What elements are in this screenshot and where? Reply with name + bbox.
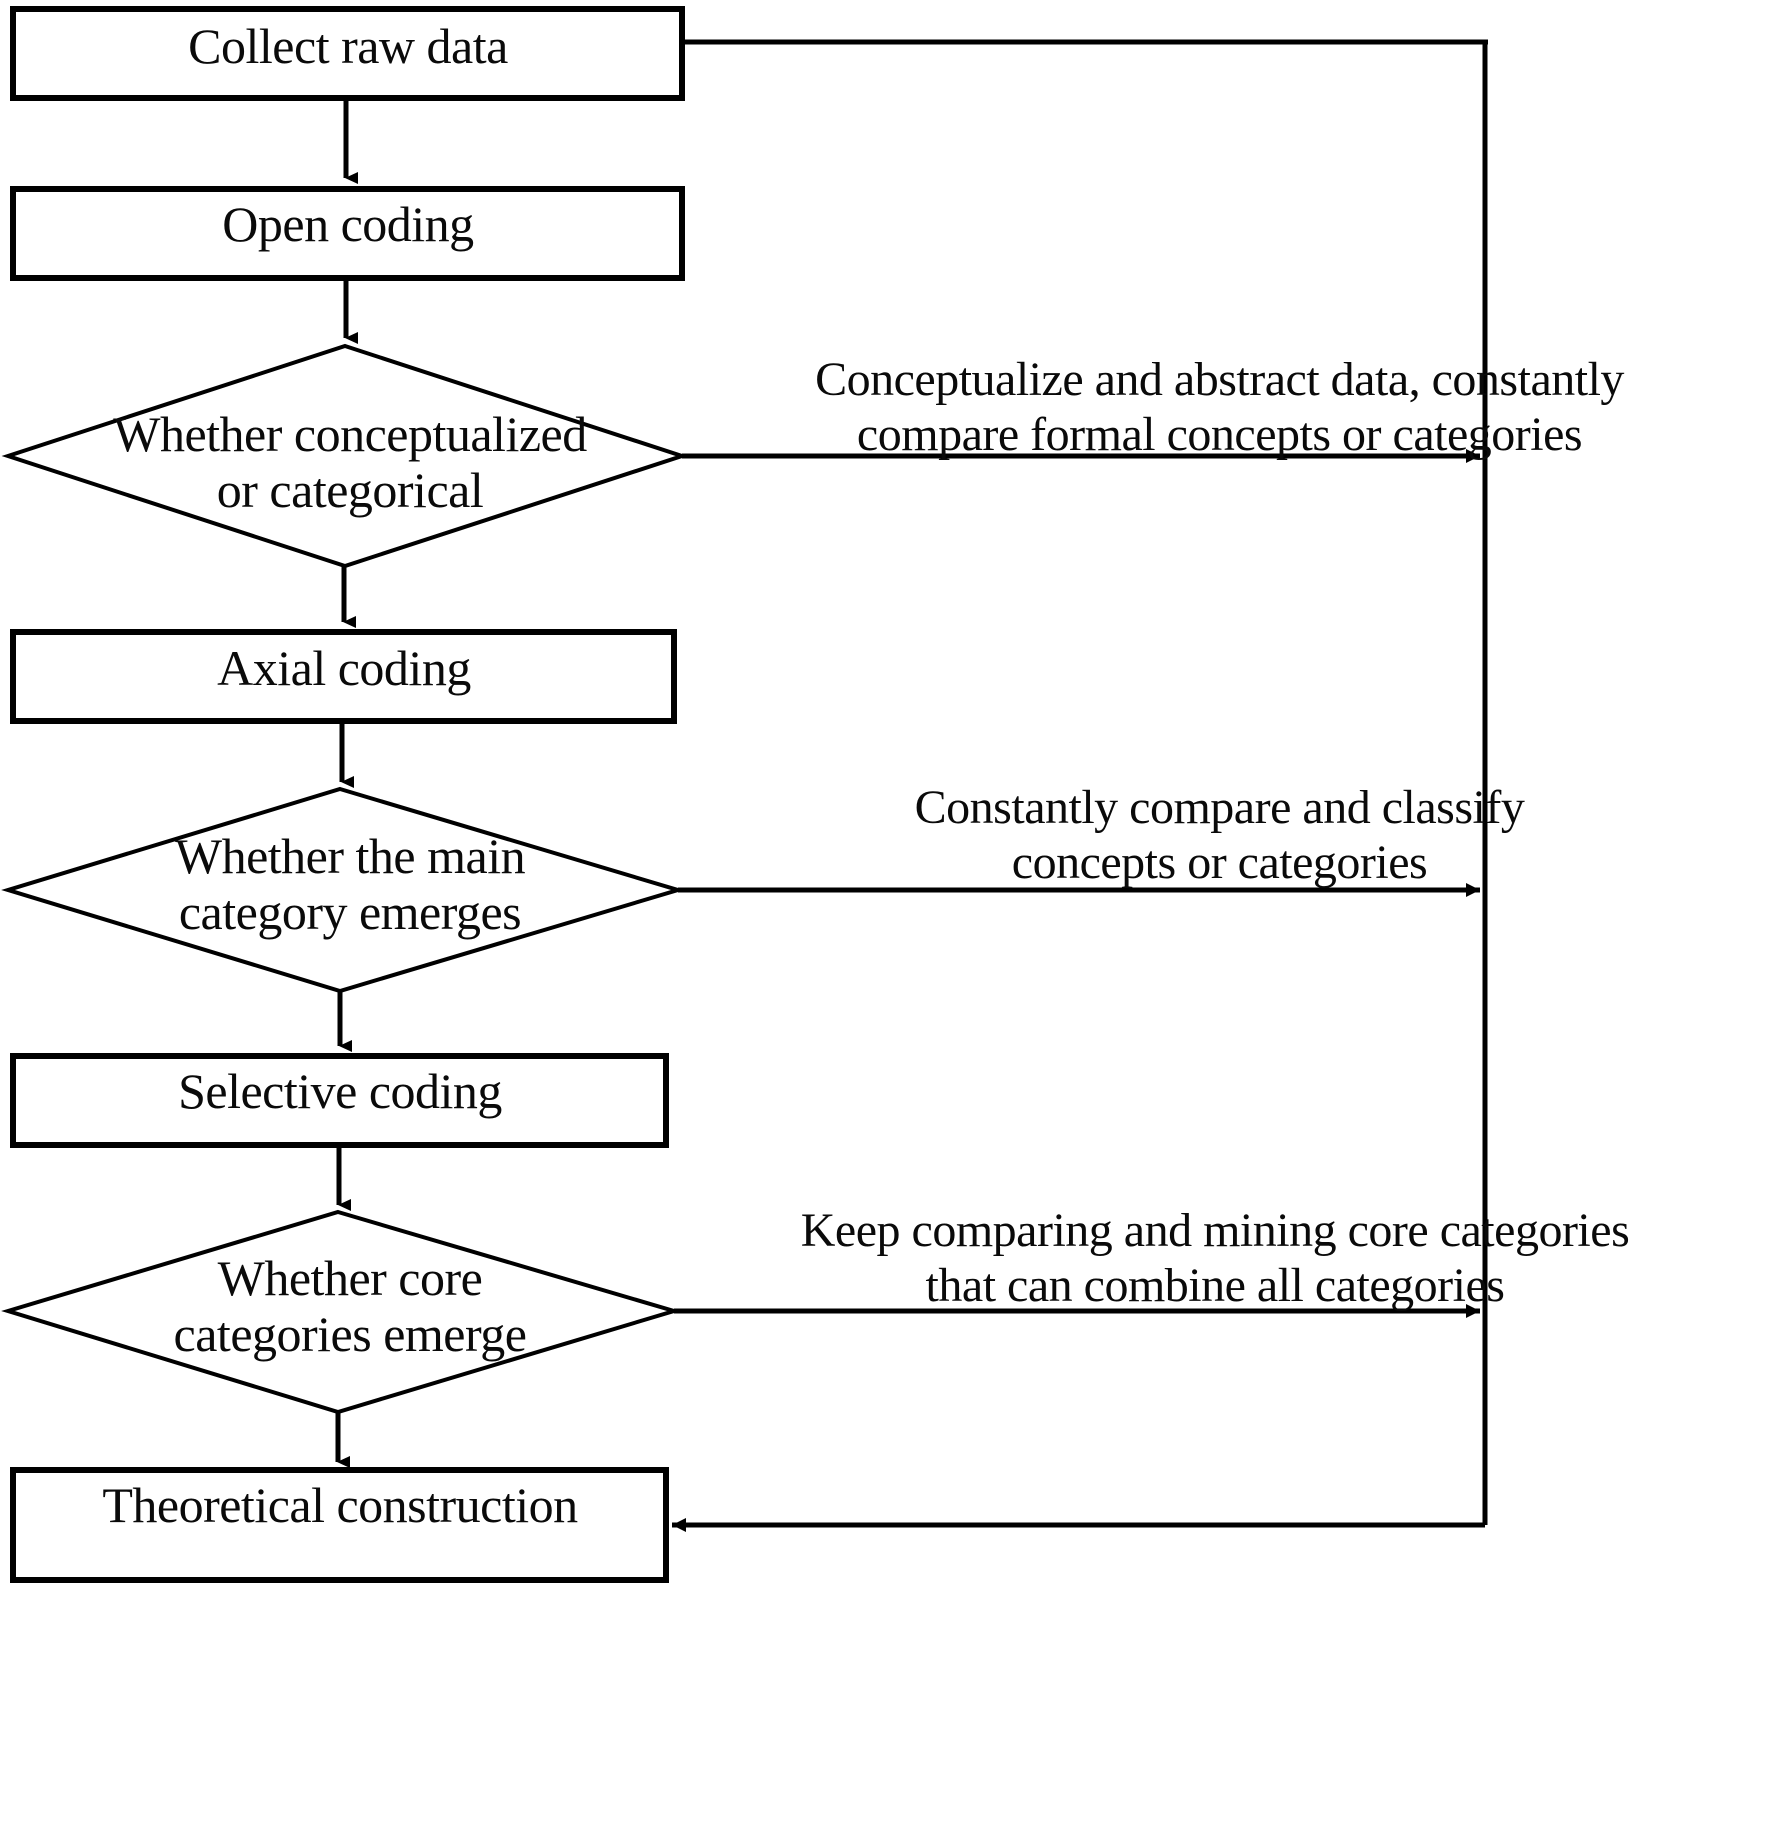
node-decision-main-category xyxy=(1,786,685,994)
node-axial-coding xyxy=(10,629,677,724)
node-collect-raw-data xyxy=(10,6,685,101)
node-theoretical-construction xyxy=(10,1467,669,1583)
node-open-coding xyxy=(10,186,685,281)
node-decision-conceptualized xyxy=(1,343,689,569)
node-selective-coding xyxy=(10,1053,669,1148)
node-decision-core-categories xyxy=(1,1209,682,1415)
